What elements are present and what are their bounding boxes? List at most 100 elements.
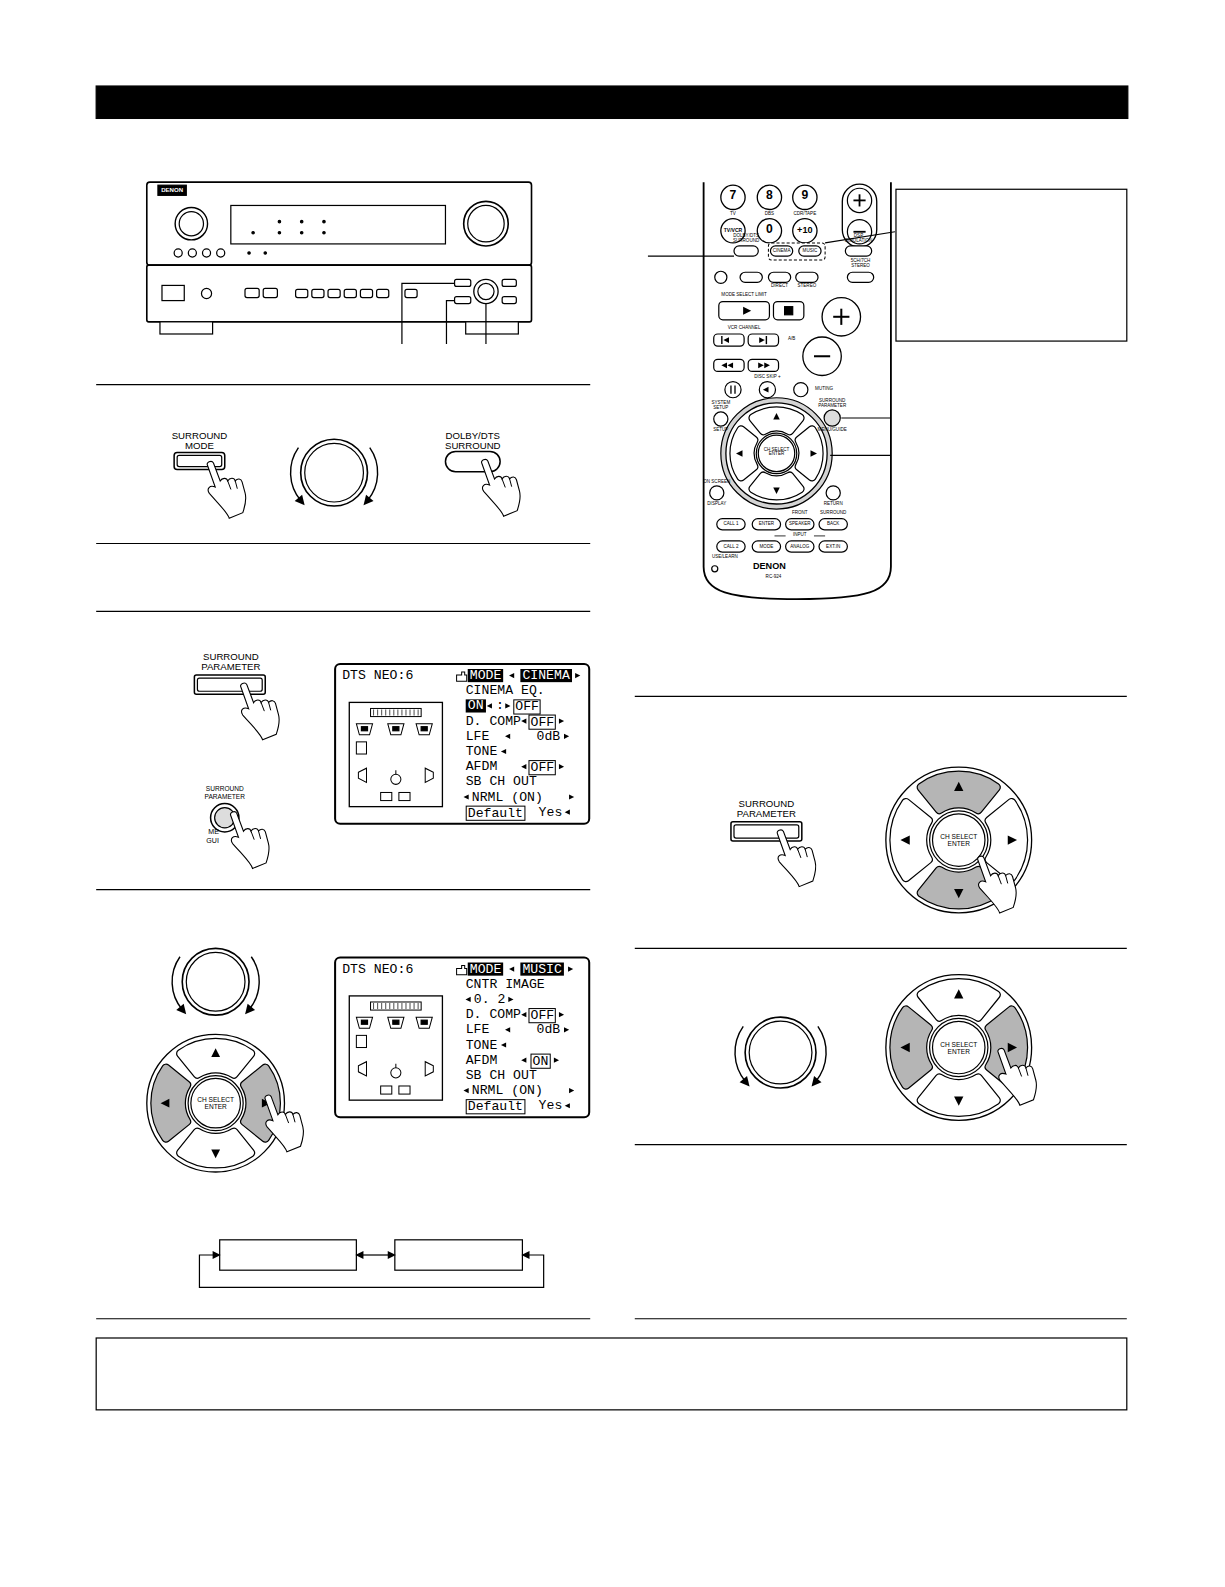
- arrow-head: [463, 794, 468, 799]
- flow-box: [395, 1240, 523, 1270]
- remote-button: [717, 519, 745, 530]
- label-text: DISC SKIP +: [752, 374, 782, 379]
- section-rule: [635, 1144, 1127, 1145]
- plus-sign: [840, 309, 842, 325]
- phones-jack: [201, 288, 211, 298]
- screen-text: OFF: [528, 760, 556, 775]
- enter-key-rim: [933, 814, 985, 866]
- flow-arrow: [360, 1254, 390, 1255]
- muting-key: [794, 383, 808, 397]
- speaker-cone: [361, 727, 367, 731]
- hatch-line: [401, 709, 402, 715]
- label-text: 8: [762, 189, 776, 202]
- screen-icon: [371, 1002, 422, 1010]
- remote-button: [796, 272, 818, 282]
- label-text: RC-924: [758, 575, 788, 580]
- label-text: SURROUND PARAMETER: [196, 785, 253, 799]
- jog-dial: [182, 948, 249, 1015]
- speaker-icon: [381, 792, 392, 800]
- jog-dial: [301, 439, 368, 506]
- panel-button: [328, 289, 340, 297]
- label-text: MODE: [753, 544, 779, 549]
- label-text: CDR/TAPE: [790, 211, 820, 216]
- screen-text: NRML (ON): [472, 790, 543, 803]
- header-bar: [96, 86, 1128, 118]
- cursor-pad: [886, 975, 1032, 1121]
- arrow-head: [559, 1012, 564, 1017]
- outline-rect: [734, 825, 799, 838]
- label-text: DBS: [759, 211, 779, 216]
- arrow-head: [773, 487, 779, 493]
- remote-body: [704, 182, 891, 599]
- arrow-head: [176, 1004, 186, 1015]
- panel-button: [502, 279, 516, 286]
- label-text: CH SELECT ENTER: [938, 1040, 978, 1054]
- rotate-arrow: [735, 1026, 746, 1081]
- panel-button: [296, 289, 308, 297]
- hand-outline: [992, 1042, 1041, 1109]
- label-text: MENU/GUIDE: [817, 428, 847, 433]
- remote-button: [819, 541, 847, 552]
- listener-line: [395, 770, 396, 774]
- label-text: SURROUND MODE: [168, 431, 231, 452]
- input-knob: [175, 207, 207, 239]
- flow-box: [220, 1240, 357, 1270]
- outline-rect: [197, 678, 262, 691]
- screen-text: OFF: [513, 699, 541, 714]
- speaker-icon: [388, 724, 404, 735]
- screen-text: DTS NEO:6: [342, 963, 413, 976]
- indicator-dot: [300, 220, 302, 222]
- label-text: USE/LEARN: [710, 555, 740, 560]
- speaker-icon: [356, 742, 366, 754]
- learn-led: [712, 566, 718, 572]
- arrow-head: [763, 387, 769, 393]
- hatch-line: [381, 709, 382, 715]
- label-text: 9: [798, 189, 812, 202]
- enter-key-rim: [191, 1078, 241, 1128]
- screen-text: D. COMP: [466, 1008, 521, 1021]
- panel-button: [217, 249, 225, 257]
- leader-line: [402, 283, 455, 344]
- arrow-head: [509, 673, 514, 678]
- enter-key-rim: [933, 1021, 985, 1073]
- panel-button: [405, 289, 417, 297]
- receiver-foot: [160, 322, 213, 334]
- speaker-cone: [361, 1020, 367, 1024]
- arrow-head: [508, 997, 513, 1002]
- display-screen: DTS NEO:6MODECINEMACINEMA EQ.ON:OFFD. CO…: [334, 663, 590, 825]
- leader-line: [446, 301, 454, 345]
- arrow-head: [773, 413, 779, 419]
- arrow-head: [565, 1103, 570, 1108]
- speaker-icon: [425, 1062, 433, 1076]
- button-drawing: [445, 451, 500, 471]
- label-text: 7: [726, 189, 740, 202]
- arrow-head: [758, 363, 764, 369]
- arrow-head: [1008, 1043, 1017, 1052]
- panel-button: [360, 289, 372, 297]
- speaker-map: [349, 702, 442, 806]
- remote-button: [770, 246, 792, 256]
- section-rule: [635, 948, 1127, 949]
- label-text: MODE SELECT LIMIT: [714, 292, 775, 297]
- hand-outline: [971, 850, 1020, 917]
- receiver-foot: [466, 322, 519, 334]
- section-rule: [635, 1318, 1127, 1319]
- listener-line: [395, 1064, 396, 1068]
- hatch-line: [414, 1003, 415, 1009]
- section-rule: [96, 611, 590, 612]
- screen-text: TONE: [466, 745, 498, 758]
- label-text: GUI: [202, 837, 222, 845]
- screen-text: TONE: [466, 1038, 498, 1051]
- hatch-line: [393, 709, 394, 715]
- label-text: +10: [793, 225, 817, 235]
- pad-outline: [886, 975, 1032, 1121]
- number-key: [793, 185, 817, 209]
- jog-dial-rim: [305, 443, 364, 502]
- screen-text: DTS NEO:6: [342, 669, 413, 682]
- arrow-head: [295, 495, 305, 506]
- panel-button: [377, 289, 389, 297]
- label-text: ME: [203, 828, 223, 836]
- arrow-head: [721, 363, 727, 369]
- arrow-head: [521, 719, 526, 724]
- section-rule: [96, 889, 590, 890]
